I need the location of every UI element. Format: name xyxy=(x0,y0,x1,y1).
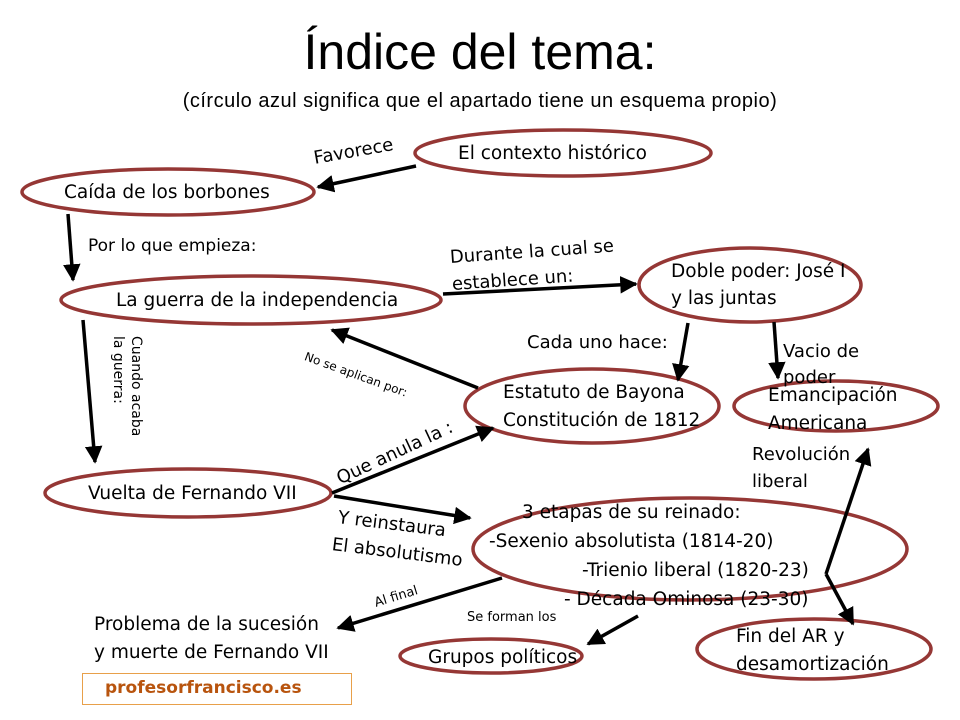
node-fin-shape xyxy=(695,617,933,681)
node-fin-line2: desamortización xyxy=(736,654,889,675)
page-title: Índice del tema: xyxy=(303,24,657,80)
node-emancipacion-line2: Americana xyxy=(768,413,868,434)
arrow-vuelta-etapas xyxy=(333,494,472,525)
arrow-estatuto-guerra xyxy=(330,327,479,390)
node-guerra: La guerra de la independencia xyxy=(116,290,399,311)
label-vacio-line1: Vacio de xyxy=(783,341,860,362)
node-emancipacion-line1: Emancipación xyxy=(768,385,898,406)
node-fin-line1: Fin del AR y xyxy=(736,626,845,647)
node-contexto-shape xyxy=(413,128,713,178)
page-subtitle: (círculo azul significa que el apartado … xyxy=(182,90,778,112)
node-doble-shape xyxy=(637,246,863,324)
label-cada-uno: Cada uno hace: xyxy=(527,332,668,353)
node-estatuto-shape xyxy=(463,367,721,445)
node-doble-line2: y las juntas xyxy=(671,288,777,309)
arrow-caida-guerra xyxy=(63,213,81,282)
node-estatuto-line1: Estatuto de Bayona xyxy=(503,382,685,403)
label-revolucion-line2: liberal xyxy=(752,471,808,492)
website-badge[interactable]: profesorfrancisco.es xyxy=(82,673,352,705)
arrow-etapas-revolucion xyxy=(824,447,872,575)
node-contexto: El contexto histórico xyxy=(458,143,647,164)
arrow-guerra-vuelta xyxy=(81,319,103,464)
arrow-doble-estatuto xyxy=(672,322,690,382)
node-grupos: Grupos políticos xyxy=(428,647,578,668)
arrow-contexto-caida xyxy=(316,164,417,193)
node-vuelta-shape xyxy=(43,467,333,519)
label-se-forman: Se forman los xyxy=(467,610,557,625)
node-etapas-line4: - Década Ominosa (23-30) xyxy=(564,589,809,610)
node-etapas-line3: -Trienio liberal (1820-23) xyxy=(582,560,809,581)
node-problema-line2: y muerte de Fernando VII xyxy=(94,642,329,663)
arrow-etapas-problema xyxy=(336,576,503,632)
label-vacio-line2: poder xyxy=(783,367,836,388)
node-problema-line1: Problema de la sucesión xyxy=(94,614,319,635)
node-estatuto-line2: Constitución de 1812 xyxy=(503,410,701,431)
node-caida: Caída de los borbones xyxy=(64,182,270,203)
node-guerra-shape xyxy=(59,274,443,326)
arrow-etapas-grupos xyxy=(586,614,639,646)
arrow-guerra-doble xyxy=(442,276,638,296)
arrow-vuelta-estatuto xyxy=(331,425,495,495)
arrow-etapas-fin xyxy=(824,573,855,626)
node-caida-shape xyxy=(20,167,316,217)
node-etapas-line1: 3 etapas de su reinado: xyxy=(522,502,741,523)
node-grupos-shape xyxy=(398,637,584,675)
website-link[interactable]: profesorfrancisco.es xyxy=(105,678,302,698)
arrow-doble-emancipacion xyxy=(768,321,786,380)
node-vuelta: Vuelta de Fernando VII xyxy=(88,483,297,504)
label-revolucion-line1: Revolución xyxy=(752,444,851,465)
label-cuando-line1: Cuando acaba xyxy=(128,336,144,437)
node-etapas-shape xyxy=(471,496,909,602)
label-por-lo-que: Por lo que empieza: xyxy=(88,236,257,256)
label-cuando-line2: la guerra: xyxy=(110,336,126,404)
node-doble-line1: Doble poder: José I xyxy=(671,261,846,282)
node-emancipacion-shape xyxy=(732,379,940,433)
node-etapas-line2: -Sexenio absolutista (1814-20) xyxy=(489,531,774,552)
